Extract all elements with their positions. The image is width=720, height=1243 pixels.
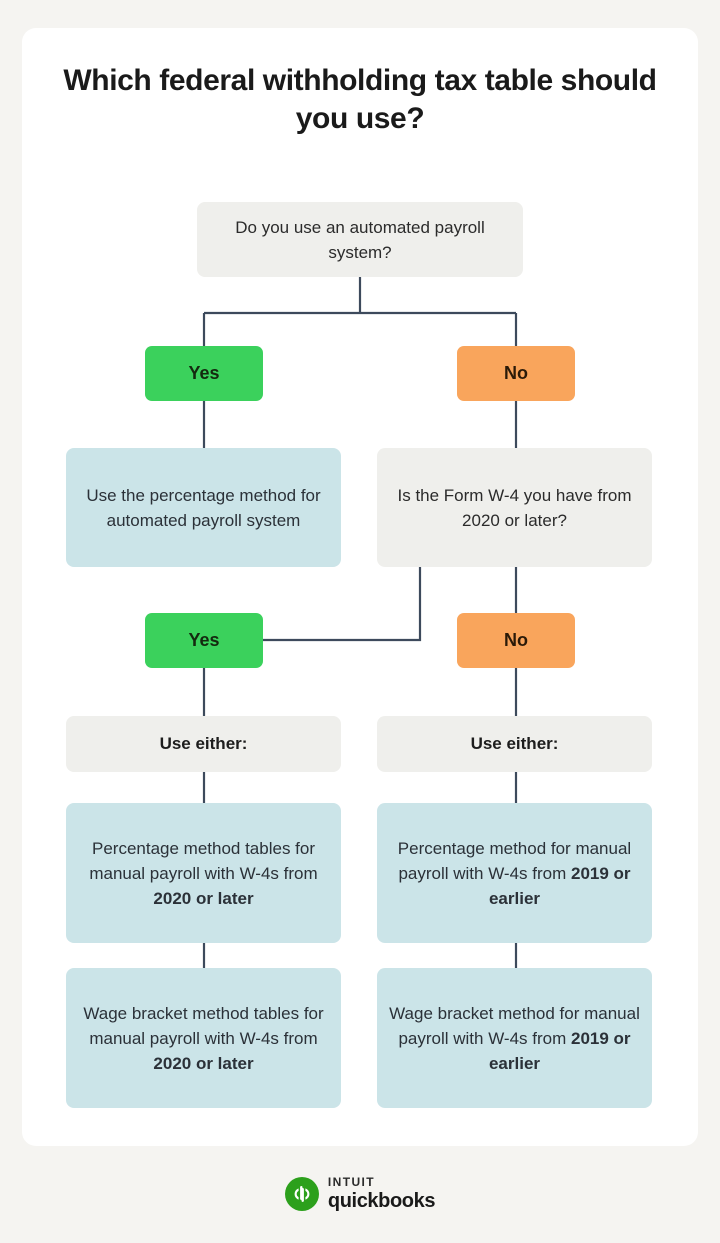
brand-quickbooks: quickbooks (327, 1190, 436, 1212)
question-node-automated-payroll: Do you use an automated payroll system? (197, 202, 523, 277)
result-text-prefix: Wage bracket method tables for manual pa… (83, 1003, 324, 1048)
page-title: Which federal withholding tax table shou… (63, 64, 657, 135)
answer-no-form-w4-year[interactable]: No (457, 613, 575, 668)
result-text-emphasis: 2019 or earlier (488, 863, 631, 908)
result-node-percentage-automated: Use the percentage method for automated … (66, 448, 341, 567)
result-node-percentage-2019: Percentage method for manual payroll wit… (377, 803, 652, 943)
label-use-either-left: Use either: (66, 716, 341, 772)
result-node-wage-bracket-tables-2020: Wage bracket method tables for manual pa… (66, 968, 341, 1108)
quickbooks-circle-icon (284, 1176, 319, 1211)
label-use-either-right: Use either: (377, 716, 652, 772)
result-text-prefix: Percentage method tables for manual payr… (89, 838, 318, 883)
answer-no-automated-payroll[interactable]: No (457, 346, 575, 401)
result-text-emphasis: 2019 or earlier (488, 1028, 631, 1073)
result-text-prefix: Percentage method for manual payroll wit… (397, 838, 632, 883)
answer-yes-form-w4-year[interactable]: Yes (145, 613, 263, 668)
result-node-wage-bracket-2019: Wage bracket method for manual payroll w… (377, 968, 652, 1108)
result-node-percentage-tables-2020: Percentage method tables for manual payr… (66, 803, 341, 943)
result-text-emphasis: 2020 or later (153, 888, 254, 908)
brand-wordmark: INTUIT quickbooks (327, 1175, 436, 1212)
question-node-form-w4-year: Is the Form W-4 you have from 2020 or la… (377, 448, 652, 567)
result-text-prefix: Wage bracket method for manual payroll w… (389, 1003, 640, 1048)
result-text-emphasis: 2020 or later (153, 1053, 254, 1073)
intuit-quickbooks-logo: INTUIT quickbooks (0, 1176, 720, 1211)
answer-yes-automated-payroll[interactable]: Yes (145, 346, 263, 401)
brand-intuit: INTUIT (327, 1175, 375, 1189)
